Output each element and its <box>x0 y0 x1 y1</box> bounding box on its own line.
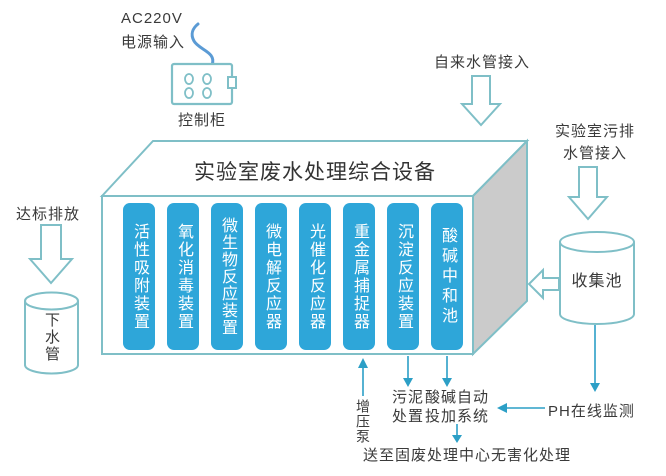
sewer-cylinder-top <box>24 291 79 311</box>
treatment-unit-1: 活性吸附装置 <box>123 203 155 350</box>
lab-drain-down-arrow-icon <box>566 166 610 221</box>
ph-monitor-label: PH在线监测 <box>548 403 635 420</box>
discharge-label: 达标排放 <box>16 206 81 223</box>
power-wire <box>190 22 215 67</box>
dosing-label: 酸碱自动 投加系统 <box>425 388 489 426</box>
dosing-label-line2: 投加系统 <box>425 408 490 425</box>
sewer-cylinder <box>24 301 79 375</box>
cabinet-hole-icon <box>202 73 212 85</box>
treatment-unit-5: 光催化反应器 <box>299 203 331 350</box>
solid-waste-label: 送至固废处理中心无害化处理 <box>363 447 572 464</box>
lab-drain-label-line1: 实验室污排 <box>554 123 635 140</box>
cabinet-hole-icon <box>184 87 194 99</box>
power-input-label: 电源输入 <box>121 34 186 51</box>
dosing-label-line1: 酸碱自动 <box>425 389 490 406</box>
discharge-down-arrow-icon <box>27 224 75 285</box>
sludge-down-arrowhead-icon <box>403 378 413 387</box>
collection-pool-cylinder <box>559 242 635 325</box>
pool-to-box-arrow-icon <box>527 267 560 301</box>
ph-to-dosing-arrowhead-icon <box>497 403 507 413</box>
equipment-title: 实验室废水处理综合设备 <box>194 161 436 184</box>
treatment-unit-6: 重金属捕捉器 <box>343 203 375 350</box>
tap-water-down-arrow-icon <box>459 75 503 127</box>
sludge-label: 污泥 处置 <box>389 388 427 426</box>
cabinet-hole-icon <box>184 73 194 85</box>
collection-pool-label: 收集池 <box>571 273 623 290</box>
tap-water-label: 自来水管接入 <box>433 54 530 71</box>
control-cabinet <box>170 62 234 106</box>
booster-pump-label: 增压泵 <box>355 398 371 444</box>
power-voltage-label: AC220V <box>121 10 183 27</box>
treatment-unit-4: 微电解反应器 <box>255 203 287 350</box>
treatment-unit-7: 沉淀反应装置 <box>387 203 419 350</box>
pool-to-ph-arrowhead-icon <box>590 383 600 392</box>
treatment-unit-3: 微生物反应装置 <box>211 203 243 350</box>
cabinet-hole-icon <box>202 87 212 99</box>
sludge-label-line1: 污泥 <box>391 389 424 406</box>
dosing-to-solidwaste-arrowhead-icon <box>452 435 462 443</box>
booster-pump-up-arrowhead-icon <box>358 358 368 368</box>
cabinet-latch-icon <box>227 76 237 89</box>
dosing-down-arrowhead-icon <box>442 378 452 387</box>
treatment-unit-8: 酸碱中和池 <box>431 203 463 350</box>
treatment-unit-2: 氧化消毒装置 <box>167 203 199 350</box>
lab-drain-label-line2: 水管接入 <box>562 145 627 162</box>
sludge-label-line2: 处置 <box>391 408 424 425</box>
collection-pool-cylinder-top <box>559 231 635 253</box>
control-cabinet-label: 控制柜 <box>177 112 226 129</box>
sewer-label: 下水管 <box>43 311 60 363</box>
